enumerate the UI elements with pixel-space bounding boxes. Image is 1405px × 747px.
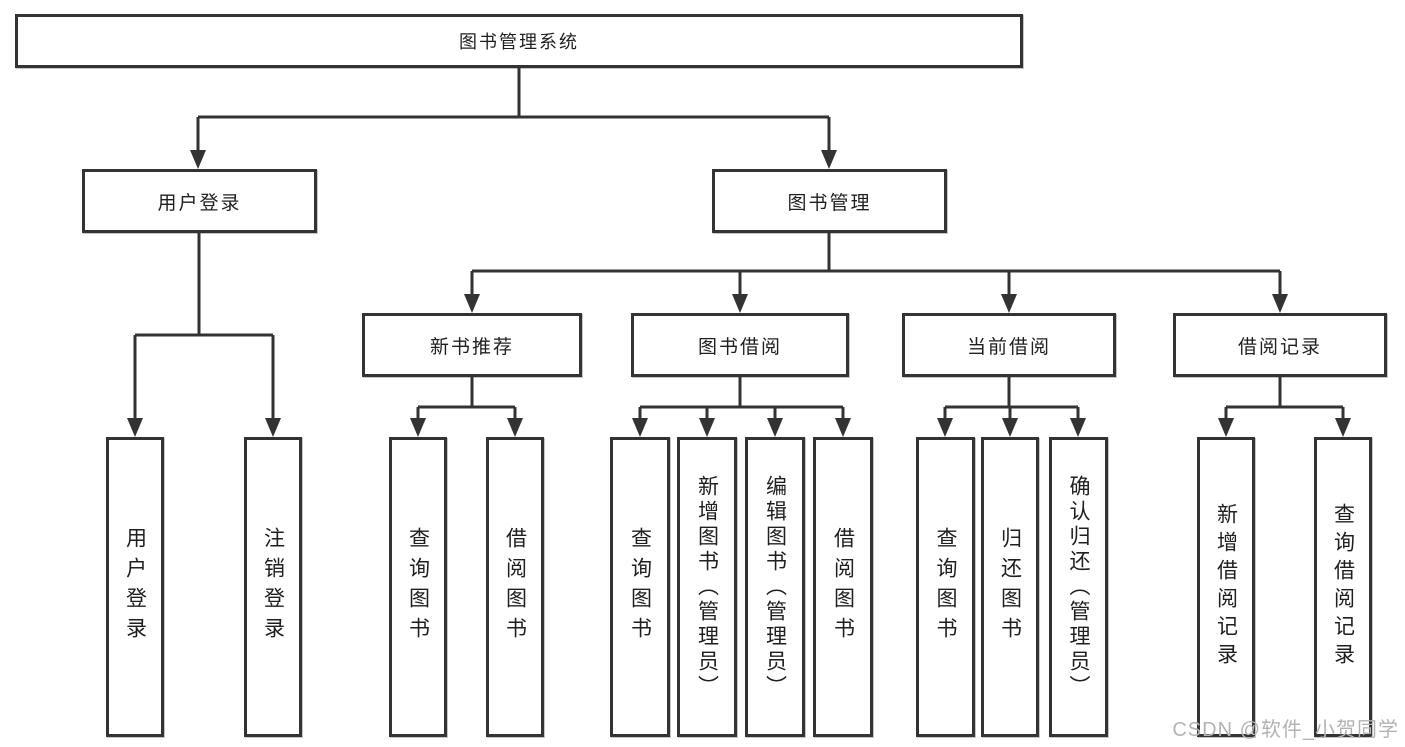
leaf-borrow-books-recommend: 借阅图书 bbox=[486, 437, 544, 737]
leaf-label: 借阅图书 bbox=[503, 527, 527, 647]
node-current-borrowing: 当前借阅 bbox=[902, 313, 1116, 377]
csdn-watermark: CSDN @软件_小贺同学 bbox=[1172, 719, 1399, 741]
leaf-user-login: 用户登录 bbox=[106, 437, 164, 737]
leaf-label: 查询图书 bbox=[934, 527, 957, 647]
leaf-label: 新增借阅记录 bbox=[1214, 503, 1238, 671]
leaf-add-borrow-record: 新增借阅记录 bbox=[1197, 437, 1255, 737]
leaf-query-books-borrowing: 查询图书 bbox=[610, 437, 670, 737]
leaf-label: 新增图书（管理员） bbox=[695, 474, 719, 700]
leaf-label: 查询图书 bbox=[628, 527, 652, 647]
leaf-label: 借阅图书 bbox=[831, 527, 855, 647]
leaf-add-book-admin: 新增图书（管理员） bbox=[677, 437, 737, 737]
leaf-query-books-current: 查询图书 bbox=[916, 437, 975, 737]
leaf-label: 查询借阅记录 bbox=[1331, 503, 1355, 671]
node-library-management-system: 图书管理系统 bbox=[15, 14, 1023, 68]
leaf-borrow-books-borrowing: 借阅图书 bbox=[813, 437, 873, 737]
node-new-book-recommendation: 新书推荐 bbox=[362, 313, 582, 377]
leaf-logout: 注销登录 bbox=[244, 437, 302, 737]
node-book-borrowing: 图书借阅 bbox=[631, 313, 849, 377]
leaf-confirm-return-admin: 确认归还（管理员） bbox=[1049, 437, 1108, 737]
leaf-query-books-recommend: 查询图书 bbox=[389, 437, 447, 737]
leaf-edit-book-admin: 编辑图书（管理员） bbox=[745, 437, 805, 737]
node-user-login: 用户登录 bbox=[82, 169, 317, 233]
node-borrowing-records: 借阅记录 bbox=[1173, 313, 1387, 377]
leaf-label: 编辑图书（管理员） bbox=[763, 474, 787, 700]
leaf-label: 查询图书 bbox=[406, 527, 430, 647]
leaf-label: 归还图书 bbox=[998, 527, 1022, 647]
leaf-label: 确认归还（管理员） bbox=[1067, 474, 1090, 700]
node-book-management: 图书管理 bbox=[712, 169, 947, 233]
leaf-query-borrow-record: 查询借阅记录 bbox=[1314, 437, 1372, 737]
leaf-return-books: 归还图书 bbox=[981, 437, 1039, 737]
leaf-label: 注销登录 bbox=[261, 527, 285, 647]
leaf-label: 用户登录 bbox=[123, 527, 147, 647]
